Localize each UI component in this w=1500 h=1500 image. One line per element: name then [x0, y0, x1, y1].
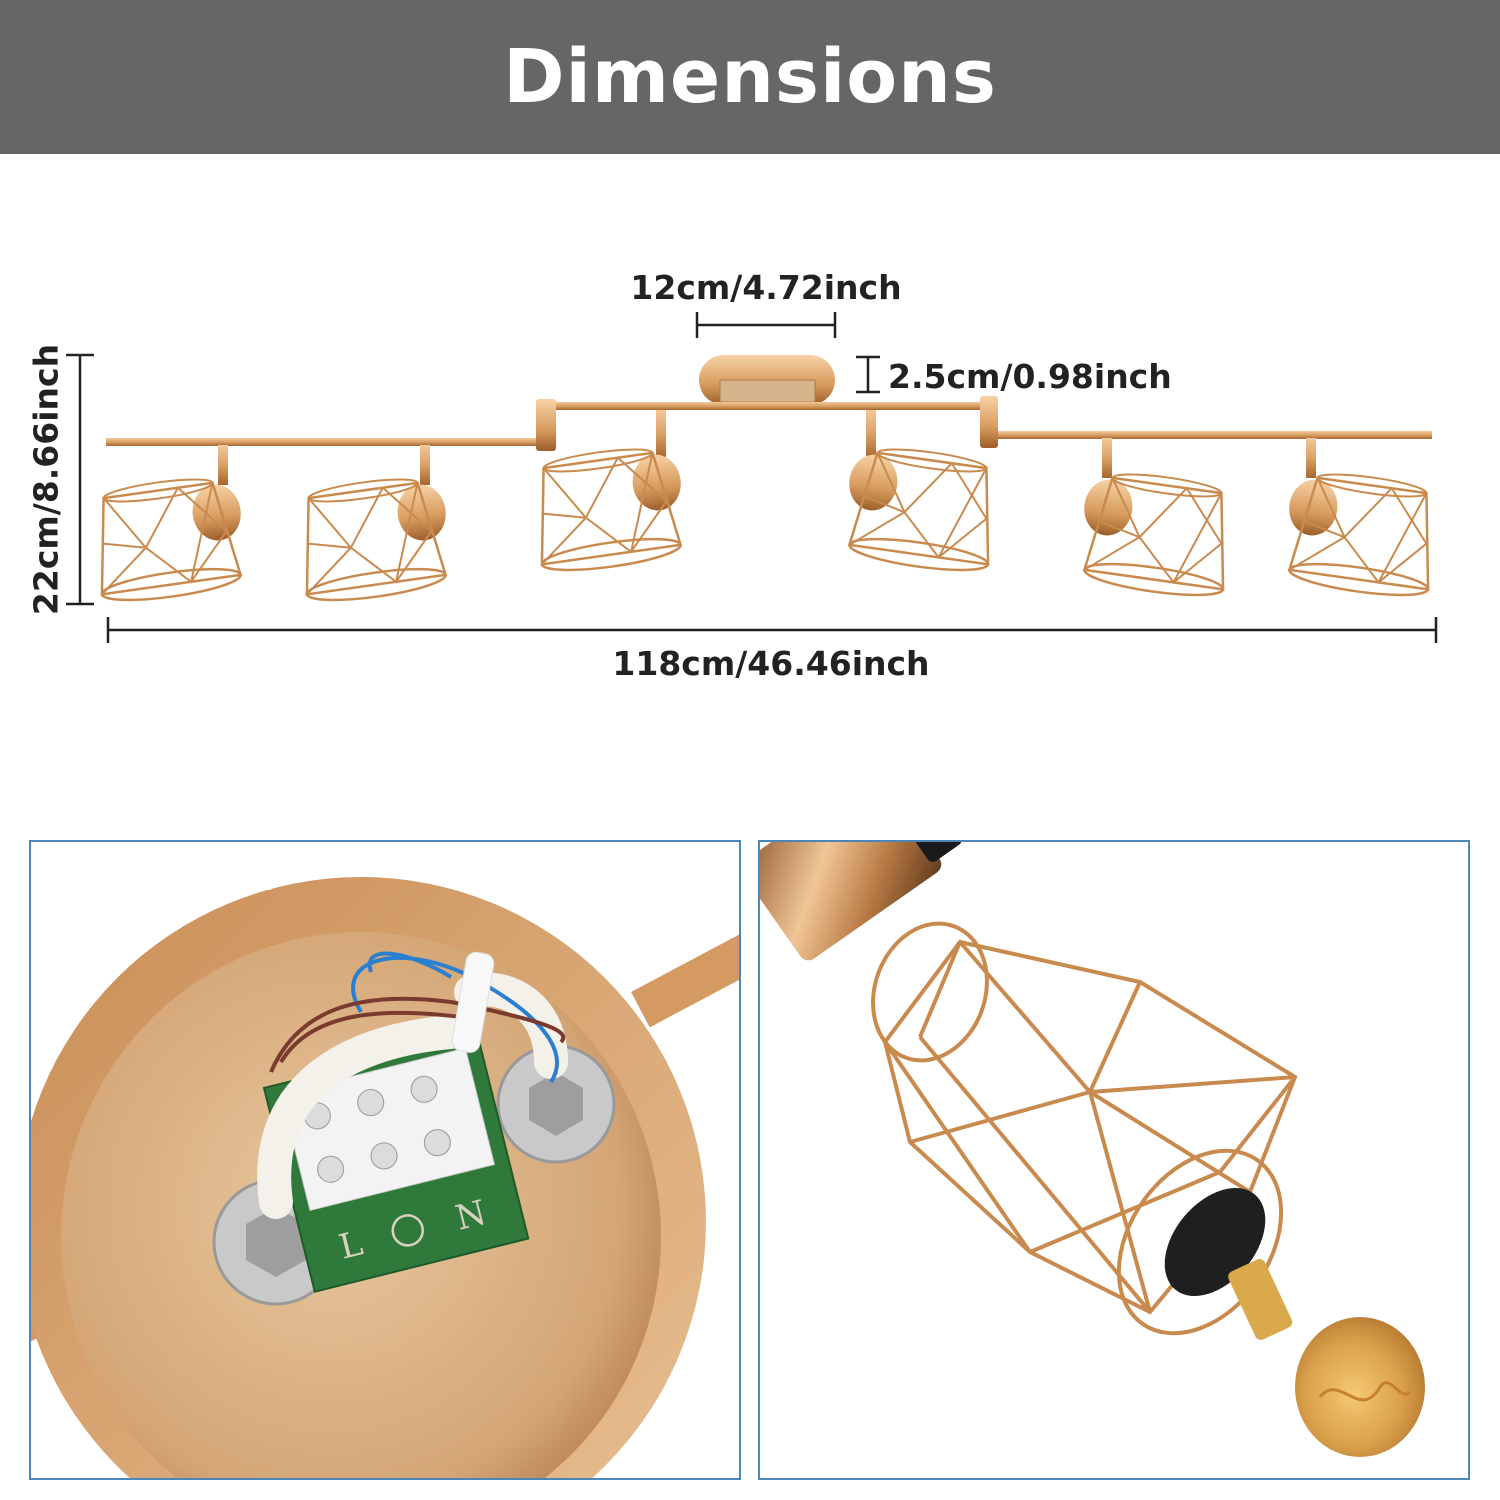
spotlight-2: [291, 471, 449, 608]
canopy-width-label: 12cm/4.72inch: [630, 268, 902, 307]
spotlight-6: [1286, 466, 1444, 603]
fixture-diagram: [66, 312, 1444, 643]
light-bulb: [1228, 1258, 1425, 1457]
terminal-board: L N: [262, 1033, 530, 1293]
right-bar: [986, 431, 1432, 439]
spotlight-1: [86, 471, 244, 608]
spotlight-4: [846, 441, 1004, 578]
center-bar: [540, 402, 990, 410]
wiring-detail-photo: L N: [29, 840, 741, 1480]
header-banner: Dimensions: [0, 0, 1500, 154]
spotlight-5: [1081, 466, 1239, 603]
canopy-height-label: 2.5cm/0.98inch: [888, 357, 1172, 396]
page-title: Dimensions: [503, 34, 997, 120]
spotlight-3: [526, 441, 684, 578]
cage-bulb-detail-photo: [758, 840, 1470, 1480]
left-bar: [106, 438, 544, 446]
total-width-label: 118cm/46.46inch: [612, 644, 930, 683]
